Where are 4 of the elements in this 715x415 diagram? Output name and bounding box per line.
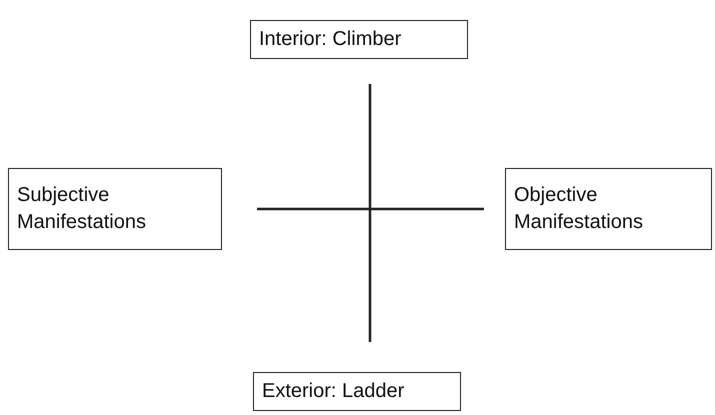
label-box: Exterior: Ladder: [253, 372, 461, 411]
label-box: Subjective Manifestations: [8, 168, 222, 250]
label-box: Objective Manifestations: [505, 168, 712, 250]
label-box: Interior: Climber: [250, 20, 468, 59]
